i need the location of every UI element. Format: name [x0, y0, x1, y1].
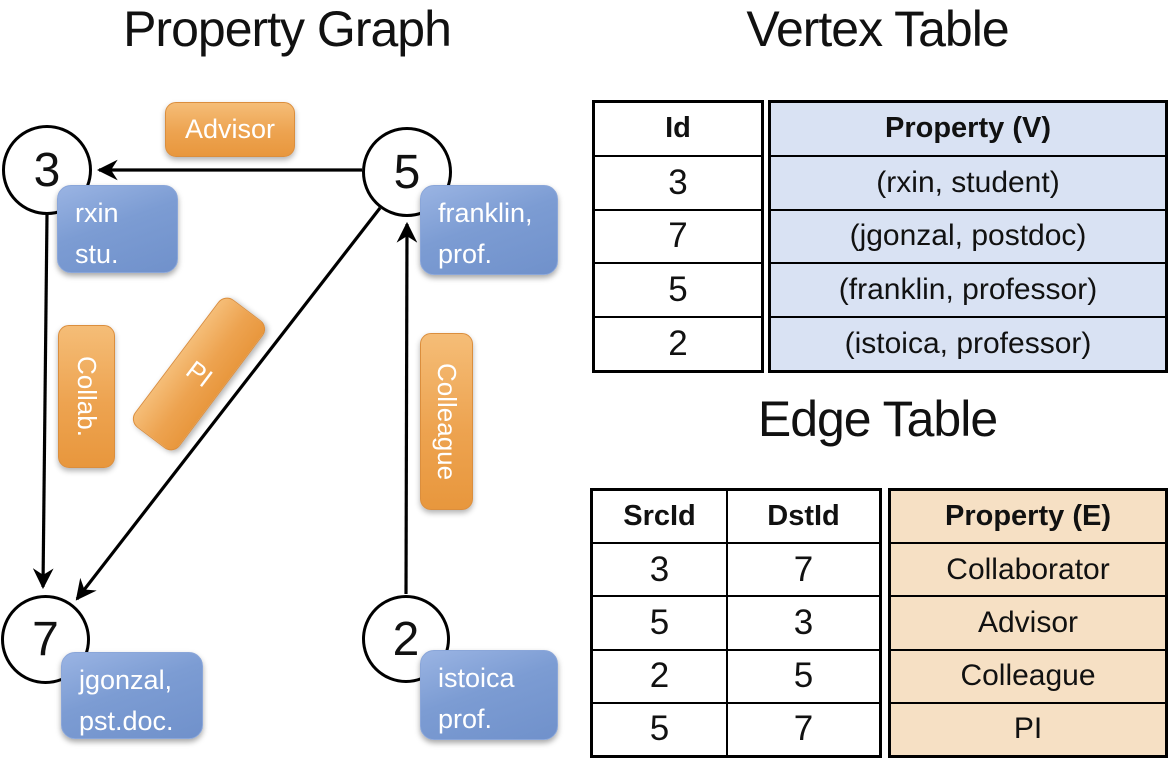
vertex-table-property-cell: (franklin, professor): [771, 262, 1165, 317]
edge-table-property-cell: Colleague: [891, 648, 1165, 702]
edge-table-srcid-cell: 5: [593, 701, 726, 755]
vertex-property-line: prof.: [438, 704, 493, 734]
edge-table-id-columns: SrcId 3 5 2 5 DstId 7 3 5 7: [590, 488, 882, 758]
graph-node-5: 5: [362, 127, 452, 217]
edge-table-header-property: Property (E): [891, 491, 1165, 543]
edge-table-header-dstid: DstId: [767, 500, 840, 533]
vertex-property-line: rxin: [75, 198, 119, 228]
edge-table-srcid-cell: 2: [593, 648, 726, 702]
vertex-table-id-column: Id 3 7 5 2: [592, 100, 764, 373]
vertex-table-property-column: Property (V) (rxin, student) (jgonzal, p…: [768, 100, 1168, 373]
node-5-label: 5: [393, 145, 421, 199]
vertex-table-id-cell: 5: [595, 262, 761, 316]
edge-collab-3-to-7: [32, 213, 54, 590]
edge-colleague-2-to-5: [396, 221, 418, 595]
vertex-property-line: istoica: [438, 663, 515, 693]
vertex-table-property-cell: (jgonzal, postdoc): [771, 208, 1165, 263]
node-2-label: 2: [392, 612, 420, 666]
vertex-table-id-cell: 3: [595, 154, 761, 209]
graph-edges-layer: [32, 159, 418, 601]
vertex-property-line: prof.: [438, 239, 493, 269]
edge-table-srcid-cell: 3: [593, 542, 726, 595]
graph-node-2: 2: [362, 595, 450, 683]
edge-label-collab: Collab.: [58, 325, 115, 468]
edge-label-text: Colleague: [432, 362, 462, 481]
edge-table-property-cell: Collaborator: [891, 542, 1165, 596]
vertex-table-property-cell: (istoica, professor): [771, 316, 1165, 370]
vertex-property-box-3: rxin stu.: [57, 185, 178, 273]
edge-table-dstid-column: DstId 7 3 5 7: [726, 491, 879, 755]
edge-label-text: PI: [180, 354, 219, 393]
edge-table-dstid-cell: 7: [728, 701, 879, 755]
edge-table-property-column: Property (E) Collaborator Advisor Collea…: [888, 488, 1168, 758]
property-graph-title: Property Graph: [123, 1, 452, 57]
vertex-property-box-5: franklin, prof.: [420, 185, 558, 275]
vertex-table-property-cell: (rxin, student): [771, 154, 1165, 209]
vertex-property-line: pst.doc.: [79, 706, 174, 736]
vertex-property-box-7: jgonzal, pst.doc.: [61, 652, 203, 739]
vertex-property-line: stu.: [75, 239, 119, 269]
vertex-table-header-property: Property (V): [771, 103, 1165, 155]
vertex-property-line: jgonzal,: [79, 665, 173, 695]
edge-table-dstid-cell: 3: [728, 595, 879, 648]
edge-pi-5-to-7: [75, 207, 382, 601]
edge-table-srcid-column: SrcId 3 5 2 5: [593, 491, 726, 755]
edge-table-srcid-cell: 5: [593, 595, 726, 648]
edge-label-text: Collab.: [72, 356, 102, 437]
edge-table-property-cell: Advisor: [891, 595, 1165, 649]
edge-table: SrcId 3 5 2 5 DstId 7 3 5 7 Property (E)…: [590, 488, 1168, 758]
node-3-label: 3: [33, 143, 61, 197]
vertex-table-id-cell: 2: [595, 316, 761, 370]
vertex-table-header-id: Id: [665, 112, 691, 145]
edge-table-dstid-cell: 7: [728, 542, 879, 595]
vertex-property-box-2: istoica prof.: [420, 650, 558, 740]
edge-table-property-cell: PI: [891, 701, 1165, 756]
node-7-label: 7: [32, 613, 59, 666]
vertex-table: Id 3 7 5 2 Property (V) (rxin, student) …: [592, 100, 1168, 373]
vertex-table-title: Vertex Table: [746, 1, 1009, 57]
vertex-table-id-cell: 7: [595, 208, 761, 263]
edge-table-header-srcid: SrcId: [623, 500, 696, 533]
edge-label-advisor: Advisor: [165, 102, 295, 157]
edge-label-colleague: Colleague: [420, 333, 473, 510]
edge-label-text: Advisor: [184, 114, 276, 144]
edge-table-title: Edge Table: [757, 391, 998, 447]
edge-table-dstid-cell: 5: [728, 648, 879, 702]
vertex-property-line: franklin,: [438, 198, 533, 228]
